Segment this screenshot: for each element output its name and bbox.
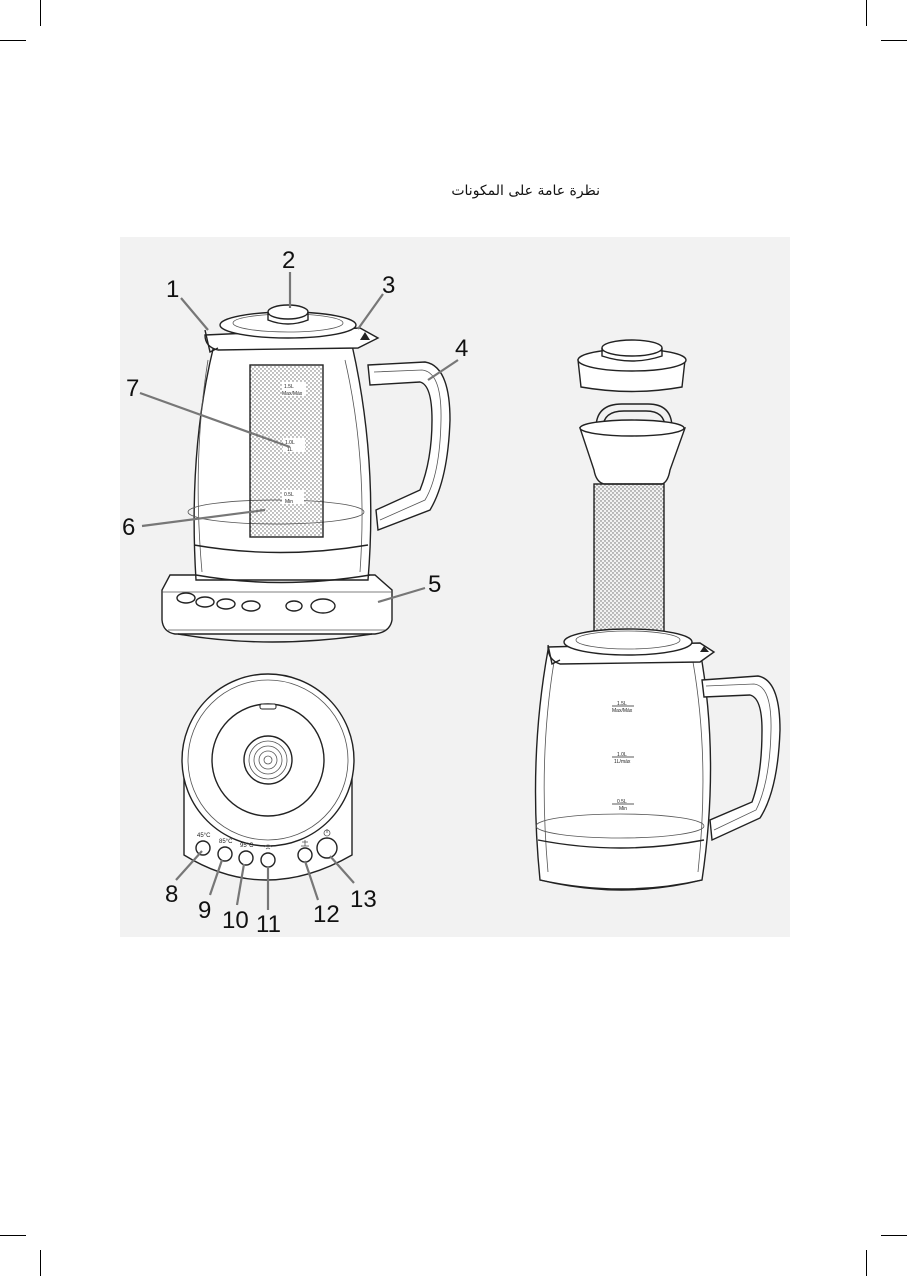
button-45c-label: 45°C xyxy=(197,833,211,839)
callout-3: 3 xyxy=(382,272,395,299)
callout-2: 2 xyxy=(282,247,295,274)
button-power xyxy=(317,838,337,858)
callout-12: 12 xyxy=(313,901,340,928)
infuser-mark-label: Max/Máx xyxy=(282,391,303,397)
callout-8: 8 xyxy=(165,881,178,908)
base-button xyxy=(242,601,260,611)
jug-mark-label: 1L/máx xyxy=(614,759,631,765)
exploded-lid-ring xyxy=(564,629,692,655)
callout-13: 13 xyxy=(350,886,377,913)
infuser-mark-label: 1L xyxy=(287,447,293,453)
jug-mark-label: Min xyxy=(619,806,627,812)
callout-5: 5 xyxy=(428,571,441,598)
callout-7: 7 xyxy=(126,375,139,402)
callout-9: 9 xyxy=(198,897,211,924)
exploded-lid-knob xyxy=(602,340,662,356)
power-connector xyxy=(244,736,292,784)
lid-knob xyxy=(268,305,308,319)
base-button xyxy=(311,599,335,613)
exploded-infuser-mesh xyxy=(594,484,664,640)
button-95c-label: 95°C xyxy=(240,843,254,849)
infuser-mark-label: Min xyxy=(285,499,293,505)
button-85c-label: 85°C xyxy=(219,839,233,845)
callout-10: 10 xyxy=(222,907,249,934)
base-button xyxy=(196,597,214,607)
callout-11: 11 xyxy=(256,911,281,938)
callout-1: 1 xyxy=(166,276,179,303)
button-keep-warm xyxy=(261,853,275,867)
control-base-topview: 45°C 85°C 95°C xyxy=(182,674,354,880)
jug-mark-label: Max/Máx xyxy=(612,708,633,714)
exploded-jug xyxy=(536,650,711,890)
button-45c xyxy=(196,841,210,855)
base-button xyxy=(286,601,302,611)
base-button xyxy=(217,599,235,609)
infuser-mark-volume: 1.5L xyxy=(284,384,294,390)
button-85c xyxy=(218,847,232,861)
callout-4: 4 xyxy=(455,335,468,362)
button-95c xyxy=(239,851,253,865)
callout-6: 6 xyxy=(122,514,135,541)
button-timer xyxy=(298,848,312,862)
infuser-mark-volume: 0.5L xyxy=(284,492,294,498)
base-button xyxy=(177,593,195,603)
